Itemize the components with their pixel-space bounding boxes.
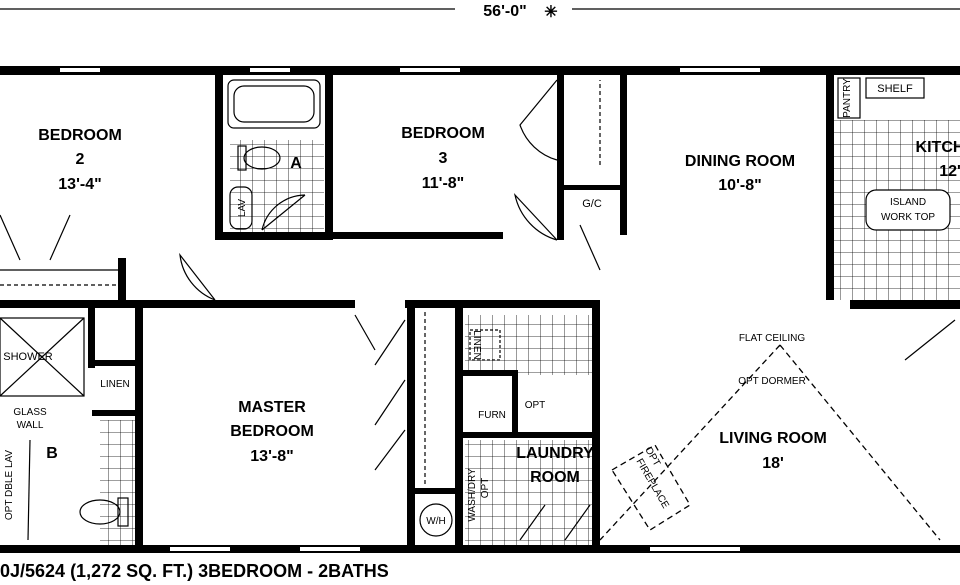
dining-name: DINING ROOM xyxy=(685,153,795,170)
bedroom3-num: 3 xyxy=(439,150,448,167)
bedroom3-name: BEDROOM xyxy=(401,125,485,142)
pantry-label: PANTRY xyxy=(842,78,853,118)
bath-b-label: B xyxy=(46,445,58,462)
bedroom2-size: 13'-4" xyxy=(58,176,101,193)
flat-ceiling-label: FLAT CEILING xyxy=(739,333,806,344)
island-label1: ISLAND xyxy=(890,197,926,208)
lav-label: LAV xyxy=(237,199,248,217)
bedroom3-size: 11'-8" xyxy=(422,175,465,192)
laundry-name2: ROOM xyxy=(530,469,580,486)
glass-label1: GLASS xyxy=(13,407,47,418)
living-size: 18' xyxy=(762,455,784,472)
bedroom2-num: 2 xyxy=(76,151,85,168)
dimension-line: 56'-0" ✳ xyxy=(0,3,960,21)
island-label2: WORK TOP xyxy=(881,212,935,223)
walls xyxy=(0,66,960,553)
master-name2: BEDROOM xyxy=(230,423,314,440)
gc-label: G/C xyxy=(582,198,602,210)
washdry-label2: OPT xyxy=(480,478,491,499)
master-size: 13'-8" xyxy=(250,448,293,465)
master-name1: MASTER xyxy=(238,399,306,416)
shelf-label: SHELF xyxy=(877,83,913,95)
furn-label: FURN xyxy=(478,410,506,421)
opt-dormer-label: OPT DORMER xyxy=(738,376,806,387)
fixtures xyxy=(0,77,956,541)
glass-label2: WALL xyxy=(17,420,44,431)
living-name: LIVING ROOM xyxy=(719,430,827,447)
kitchen-size: 12' xyxy=(939,163,960,180)
bedroom2-name: BEDROOM xyxy=(38,127,122,144)
plan-caption: 0J/5624 (1,272 SQ. FT.) 3BEDROOM - 2BATH… xyxy=(0,561,389,581)
opt-dble-lav-label: OPT DBLE LAV xyxy=(4,450,15,521)
laundry-name1: LAUNDRY xyxy=(516,445,594,462)
linen-label-hall: LINEN xyxy=(471,330,482,359)
wh-label: W/H xyxy=(426,516,445,527)
tile-floors xyxy=(100,120,960,545)
kitchen-name: KITCH xyxy=(916,139,960,156)
washdry-label1: WASH/DRY xyxy=(467,468,478,522)
opt-label: OPT xyxy=(525,400,546,411)
shower-label: SHOWER xyxy=(3,351,53,363)
asterisk-icon: ✳ xyxy=(544,4,557,21)
bath-a-label: A xyxy=(290,155,302,172)
dining-size: 10'-8" xyxy=(718,177,761,194)
linen-label-b: LINEN xyxy=(100,379,129,390)
room-labels: BEDROOM 2 13'-4" BEDROOM 3 11'-8" DINING… xyxy=(38,125,960,486)
dimension-label: 56'-0" xyxy=(483,3,526,20)
